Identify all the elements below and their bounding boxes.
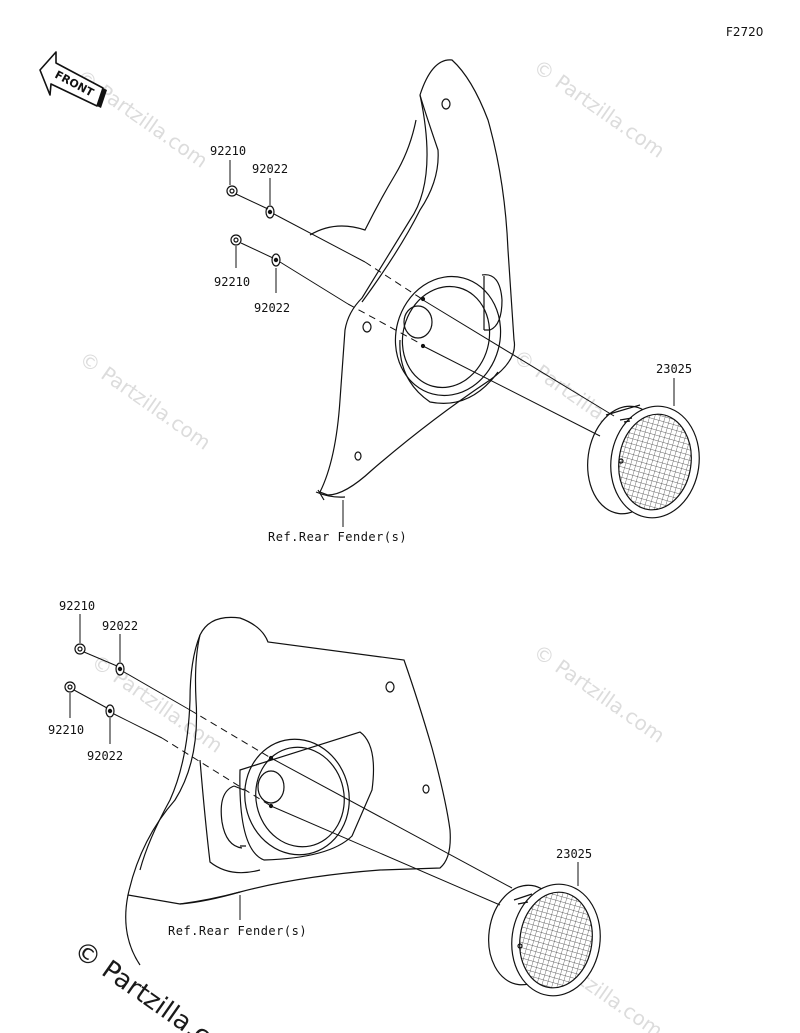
label-92022: 92022	[252, 162, 288, 176]
watermark: © Partzilla.com	[529, 54, 669, 162]
label-92210: 92210	[59, 599, 95, 613]
label-23025: 23025	[656, 362, 692, 376]
bottom-part-labels: 92210 92022 92210 92022 23025 Ref.Rear F…	[48, 599, 592, 938]
label-23025: 23025	[556, 847, 592, 861]
nut-92210-bottom-lower	[64, 681, 76, 693]
washer-92022-top-lower	[271, 253, 281, 267]
label-92210: 92210	[210, 144, 246, 158]
top-assembly	[226, 59, 700, 519]
top-part-labels: 92210 92022 92210 92022 23025 Ref.Rear F…	[210, 144, 692, 544]
watermark: © Partzilla.com	[75, 346, 215, 454]
label-92210: 92210	[214, 275, 250, 289]
bottom-assembly	[64, 616, 601, 997]
label-92022: 92022	[87, 749, 123, 763]
label-92210: 92210	[48, 723, 84, 737]
nut-92210-top-lower	[230, 234, 242, 246]
watermark-corner: © Partzilla.c	[68, 935, 216, 1033]
label-92022: 92022	[102, 619, 138, 633]
top-leader-lines	[229, 160, 675, 527]
bottom-leader-lines	[69, 614, 579, 920]
nut-92210-bottom-upper	[74, 643, 86, 655]
rear-fender-bottom	[127, 616, 451, 905]
label-rear-fender: Ref.Rear Fender(s)	[268, 530, 407, 544]
nut-92210-top-upper	[226, 185, 238, 197]
label-92022: 92022	[254, 301, 290, 315]
washer-92022-top-upper	[265, 205, 275, 219]
label-rear-fender: Ref.Rear Fender(s)	[168, 924, 307, 938]
watermark: © Partzilla.com	[529, 639, 669, 747]
watermark: © Partzilla.com	[72, 64, 212, 172]
speaker-grille-top	[587, 396, 700, 519]
diagram-code: F2720	[726, 25, 763, 39]
speaker-grille-bottom	[488, 872, 601, 997]
washer-92022-bottom-lower	[105, 704, 115, 718]
washer-92022-bottom-upper	[115, 662, 125, 676]
watermark: © Partzilla.com	[87, 649, 227, 757]
rear-fender-top	[319, 59, 516, 496]
